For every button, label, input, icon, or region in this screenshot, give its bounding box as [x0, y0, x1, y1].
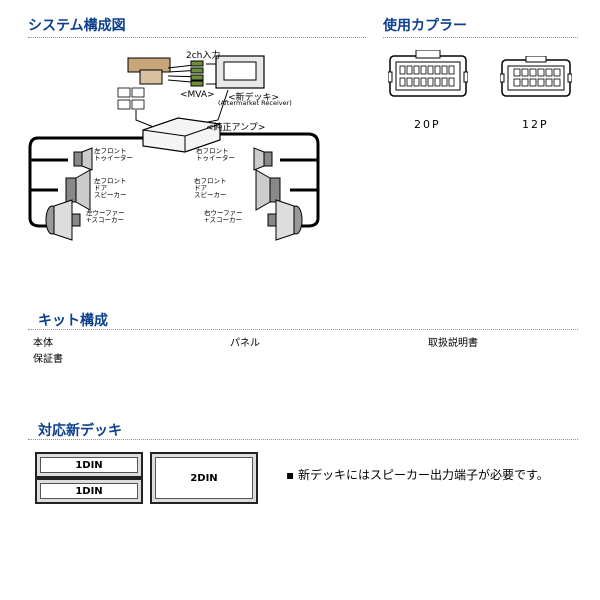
- right-woofer: [267, 199, 303, 241]
- system-diagram: [28, 55, 320, 241]
- left-woofer-label-line2: +スコーカー: [86, 216, 124, 225]
- left-woofer-label: 左ウーファー +スコーカー: [86, 209, 125, 225]
- new-deck: [206, 55, 265, 89]
- right-door-label-line1: 右フロント: [194, 177, 227, 185]
- din1-top-label: 1DIN: [40, 457, 138, 473]
- aftermarket-label: (Aftermarket Receiver): [218, 99, 292, 107]
- left-door-label-line1: 左フロント: [94, 177, 127, 185]
- kit-item-warranty: 保証書: [33, 354, 63, 365]
- right-woofer-label-line2: +スコーカー: [204, 216, 242, 225]
- left-tweeter-label-line1: 左フロント: [94, 147, 127, 155]
- din2-panel: 2DIN: [150, 452, 258, 504]
- deck-heading: 対応新デッキ: [38, 423, 122, 439]
- kit-item-panel: パネル: [230, 338, 260, 349]
- left-tweeter: [73, 147, 93, 171]
- rca-cables: [167, 60, 204, 87]
- left-door-label-line2: ドア: [94, 184, 107, 193]
- right-woofer-label: 右ウーファー +スコーカー: [204, 209, 243, 225]
- system-heading-divider: [28, 37, 366, 38]
- right-tweeter-label-line2: トゥイーター: [196, 154, 235, 163]
- kit-item-main-unit: 本体: [33, 338, 53, 349]
- right-woofer-label-line1: 右ウーファー: [204, 209, 243, 217]
- kit-heading-divider: [28, 329, 578, 330]
- system-heading: システム構成図: [28, 18, 126, 34]
- left-tweeter-label-line2: トゥイーター: [94, 154, 133, 163]
- right-door-label: 右フロント ドア スピーカー: [194, 177, 227, 200]
- right-tweeter: [253, 147, 273, 171]
- din1-bottom-label: 1DIN: [40, 483, 138, 499]
- right-door-label-line2: ドア: [194, 184, 207, 193]
- deck-note-text: 新デッキにはスピーカー出力端子が必要です。: [297, 468, 549, 482]
- right-tweeter-label-line1: 右フロント: [196, 147, 229, 155]
- coupler-20p-image: [388, 50, 468, 97]
- din1-top-panel: 1DIN: [35, 452, 143, 478]
- left-woofer: [45, 199, 81, 241]
- din2-label: 2DIN: [155, 457, 253, 499]
- left-door-label-line3: スピーカー: [94, 191, 127, 200]
- mva-unit: [117, 57, 171, 110]
- left-woofer-label-line1: 左ウーファー: [86, 209, 125, 217]
- left-tweeter-label: 左フロント トゥイーター: [94, 147, 133, 163]
- input-label: 2ch入力: [186, 51, 221, 61]
- deck-note: ▪ 新デッキにはスピーカー出力端子が必要です。: [286, 466, 549, 483]
- coupler-heading: 使用カプラー: [383, 18, 467, 34]
- coupler-20p-label: 20P: [414, 118, 441, 131]
- deck-heading-divider: [28, 439, 578, 440]
- coupler-12p-label: 12P: [522, 118, 549, 131]
- coupler-12p-image: [500, 56, 572, 97]
- new-deck-label: <新デッキ>: [228, 93, 280, 103]
- right-tweeter-label: 右フロント トゥイーター: [196, 147, 235, 163]
- kit-item-manual: 取扱説明書: [428, 338, 478, 349]
- factory-amp: [142, 117, 221, 153]
- left-door-label: 左フロント ドア スピーカー: [94, 177, 127, 200]
- amp-label: <純正アンプ>: [206, 123, 266, 133]
- left-door-speaker: [65, 169, 91, 211]
- bullet-icon: ▪: [286, 468, 295, 482]
- mva-label: <MVA>: [180, 90, 215, 100]
- din1-bottom-panel: 1DIN: [35, 478, 143, 504]
- right-door-label-line3: スピーカー: [194, 191, 227, 200]
- right-door-speaker: [255, 169, 281, 211]
- kit-heading: キット構成: [38, 313, 108, 329]
- coupler-heading-divider: [383, 37, 578, 38]
